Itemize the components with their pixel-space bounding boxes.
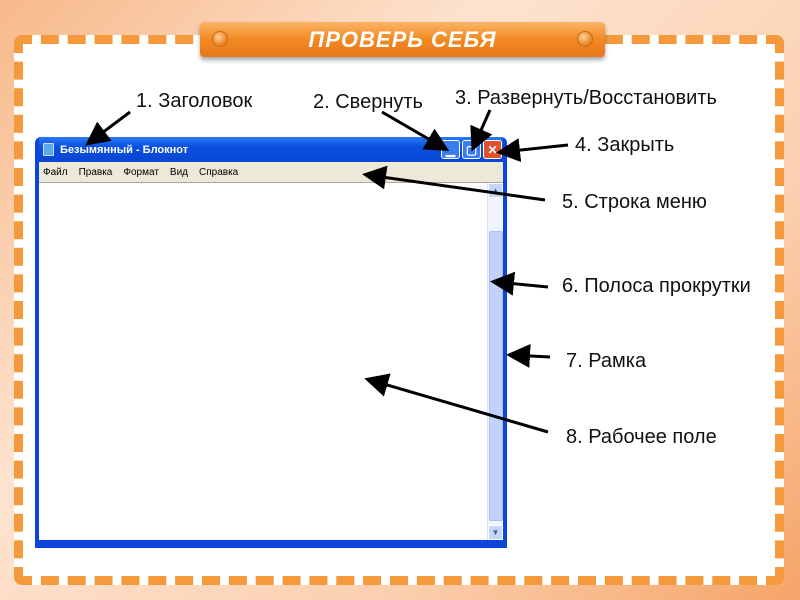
arrow-minimize — [381, 110, 450, 152]
text-area[interactable]: ▲ ▼ — [39, 182, 503, 540]
scroll-down-button[interactable]: ▼ — [488, 525, 503, 540]
label-scrollbar: 6. Полоса прокрутки — [562, 275, 751, 297]
arrow-maximize — [470, 109, 493, 152]
window-title: Безымянный - Блокнот — [60, 143, 189, 156]
notepad-icon — [43, 143, 54, 156]
menu-edit[interactable]: Правка — [78, 166, 113, 178]
scroll-thumb[interactable] — [489, 231, 503, 521]
slide-banner: ПРОВЕРЬ СЕБЯ — [200, 22, 605, 57]
notepad-window: Безымянный - Блокнот ▁ ▢ ✕ Файл Правка Ф… — [35, 137, 507, 548]
menu-file[interactable]: Файл — [43, 166, 68, 178]
menu-help[interactable]: Справка — [199, 166, 239, 178]
arrow-close — [496, 138, 569, 163]
arrow-title — [85, 110, 131, 146]
banner-dot-left — [212, 31, 228, 47]
label-workspace: 8. Рабочее поле — [566, 426, 717, 448]
label-close: 4. Закрыть — [575, 134, 675, 156]
banner-title: ПРОВЕРЬ СЕБЯ — [308, 26, 497, 52]
arrow-workspace — [364, 373, 549, 434]
arrow-scrollbar — [490, 271, 549, 296]
label-menu: 5. Строка меню — [562, 191, 707, 213]
menu-format[interactable]: Формат — [123, 166, 159, 178]
label-minimize: 2. Свернуть — [313, 91, 423, 113]
arrow-menu — [362, 165, 546, 202]
arrow-frame — [506, 343, 551, 368]
label-frame: 7. Рамка — [566, 350, 647, 372]
banner-dot-right — [577, 31, 593, 47]
label-maximize: 3. Развернуть/Восстановить — [455, 87, 717, 109]
label-title: 1. Заголовок — [136, 90, 253, 112]
menu-view[interactable]: Вид — [169, 166, 188, 178]
